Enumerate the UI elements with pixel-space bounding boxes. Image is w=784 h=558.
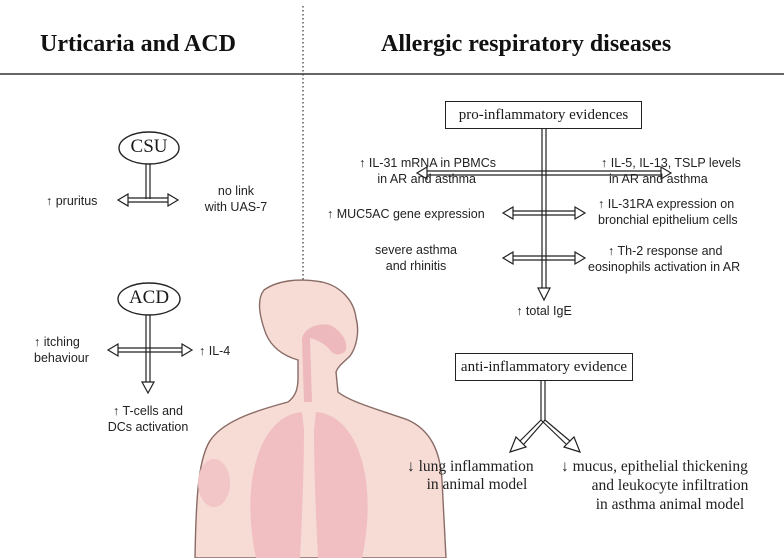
heading-urticaria-acd: Urticaria and ACD <box>40 31 236 57</box>
pro-right1-line2: in AR and asthma <box>609 172 708 186</box>
pro-right3-line1: ↑ Th-2 response and <box>608 244 723 258</box>
anti-left-line2: in animal model <box>426 476 528 493</box>
pro-left3-line1: severe asthma <box>375 243 457 257</box>
acd-bottom-line1: ↑ T-cells and <box>113 404 183 418</box>
anti-connectors <box>508 380 582 453</box>
acd-label: ACD <box>128 287 170 308</box>
acd-connectors <box>106 312 194 395</box>
csu-right-line1: no link <box>217 184 255 198</box>
anti-right-line3: in asthma animal model <box>595 496 745 513</box>
human-figure <box>194 279 447 558</box>
acd-right-text: ↑ IL-4 <box>199 344 231 358</box>
pro-left2: ↑ MUC5AC gene expression <box>327 207 485 221</box>
pro-inflammatory-box: pro-inflammatory evidences <box>445 101 642 129</box>
pro-right2-line1: ↑ IL-31RA expression on <box>598 197 735 211</box>
csu-label: CSU <box>130 136 168 157</box>
pro-left1-line2: in AR and asthma <box>377 172 476 186</box>
anti-left-line1: ↓ lung inflammation <box>407 458 534 475</box>
pro-left3-line2: and rhinitis <box>385 259 447 273</box>
airway <box>302 324 347 402</box>
csu-left-text: ↑ pruritus <box>46 194 98 208</box>
csu-connectors <box>116 164 180 208</box>
left-lung <box>250 412 304 558</box>
pro-bottom: ↑ total IgE <box>516 304 572 318</box>
csu-oval <box>118 131 180 165</box>
pro-right2-line2: bronchial epithelium cells <box>598 213 738 227</box>
pro-right3-line2: eosinophils activation in AR <box>588 260 741 274</box>
acd-left-line2: behaviour <box>34 351 89 365</box>
anti-right-line1: ↓ mucus, epithelial thickening <box>561 458 748 475</box>
anti-right-line2: and leukocyte infiltration <box>591 477 749 494</box>
pro-right1-line1: ↑ IL-5, IL-13, TSLP levels <box>601 156 741 170</box>
right-lung <box>314 412 368 558</box>
csu-right-line2: with UAS-7 <box>204 200 268 214</box>
pro-connectors <box>415 128 673 302</box>
acd-bottom-line2: DCs activation <box>107 420 189 434</box>
acd-oval <box>117 282 181 316</box>
anti-inflammatory-box: anti-inflammatory evidence <box>455 353 633 381</box>
pro-left1-line1: ↑ IL-31 mRNA in PBMCs <box>359 156 496 170</box>
acd-left-line1: ↑ itching <box>34 335 80 349</box>
shoulder-joint <box>198 459 230 507</box>
heading-allergic-respiratory: Allergic respiratory diseases <box>381 31 672 57</box>
